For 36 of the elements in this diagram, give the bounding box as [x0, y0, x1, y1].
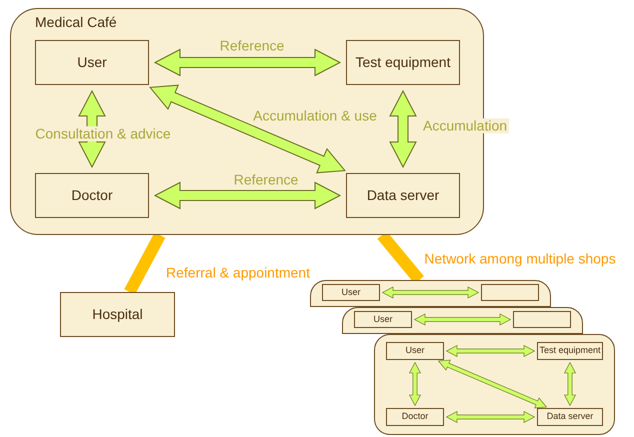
double-arrow [382, 286, 480, 298]
process-box: Doctor [386, 408, 444, 426]
empty-box [481, 284, 539, 301]
double-arrow [564, 362, 576, 406]
process-box: Data server [346, 173, 460, 218]
connector-band [124, 232, 166, 295]
double-arrow [409, 362, 421, 406]
shop-card [374, 334, 615, 435]
double-arrow [149, 84, 346, 174]
shop-card [310, 280, 551, 307]
edge-label: Network among multiple shops [422, 251, 618, 267]
process-box: Hospital [60, 292, 175, 337]
process-box: User [35, 40, 149, 85]
panel-title: Medical Café [35, 14, 117, 30]
empty-box [513, 311, 571, 328]
process-box: Doctor [35, 173, 149, 218]
edge-label: Reference [232, 172, 300, 188]
process-box: User [322, 284, 380, 301]
edge-label: Consultation & advice [33, 126, 173, 142]
double-arrow [154, 182, 342, 210]
double-arrow [389, 90, 417, 168]
double-arrow [438, 360, 548, 408]
double-arrow [154, 48, 342, 76]
edge-label: Accumulation & use [251, 108, 379, 124]
double-arrow [446, 411, 536, 423]
process-box: User [354, 311, 412, 328]
process-box: User [386, 342, 444, 360]
process-box: Data server [537, 408, 603, 426]
edge-label: Reference [218, 38, 286, 54]
process-box: Test equipment [346, 40, 460, 85]
process-box: Test equipment [537, 342, 603, 360]
double-arrow [446, 345, 536, 357]
double-arrow [414, 314, 512, 326]
shop-card [342, 307, 583, 334]
edge-label: Accumulation [420, 118, 510, 134]
edge-label: Referral & appointment [164, 265, 312, 281]
